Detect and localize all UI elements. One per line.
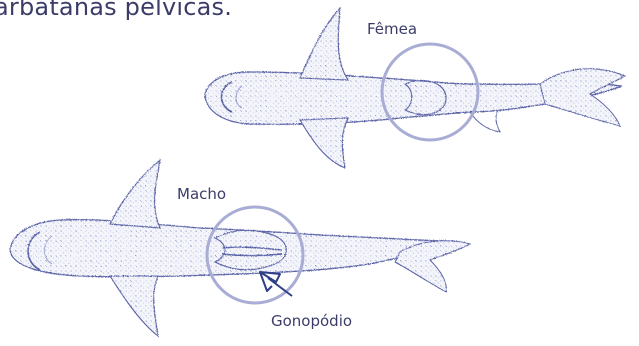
- male-pectoral-fin-lower: [110, 276, 158, 336]
- female-pectoral-fin-upper: [300, 8, 348, 80]
- clasper-arrow: [260, 272, 292, 296]
- male-tail: [395, 241, 470, 292]
- male-pectoral-fin-upper: [110, 160, 160, 228]
- female-tail: [540, 69, 625, 126]
- female-pectoral-fin-lower: [300, 118, 348, 168]
- label-clasper: Gonopódio: [271, 312, 352, 330]
- male-shark: [10, 160, 470, 336]
- label-female: Fêmea: [367, 20, 417, 38]
- label-male: Macho: [177, 185, 226, 203]
